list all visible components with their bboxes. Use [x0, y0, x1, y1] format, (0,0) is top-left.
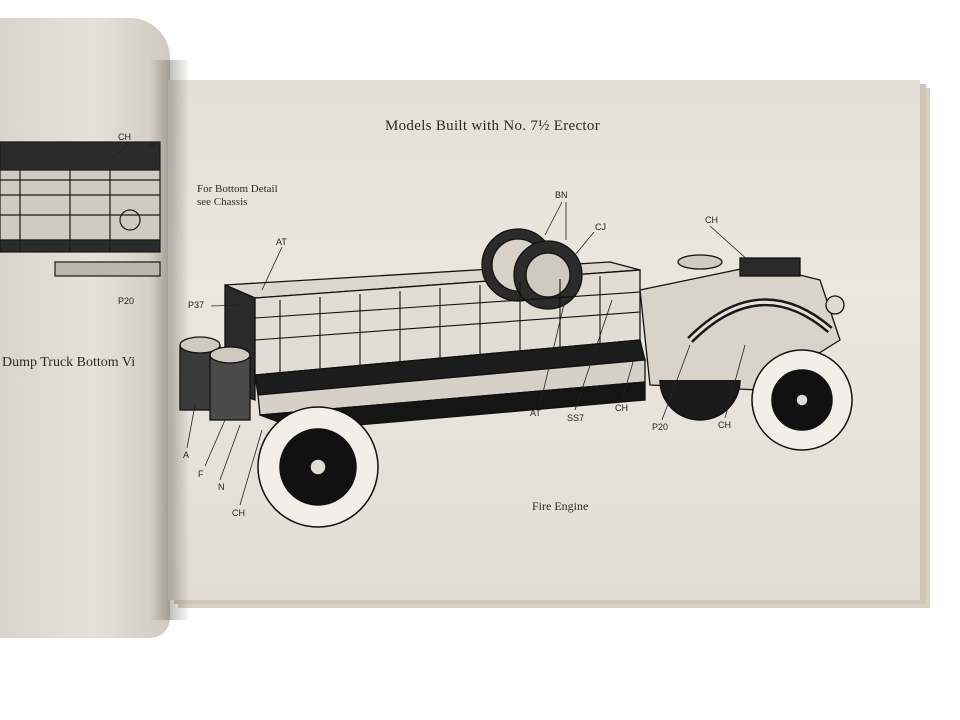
- label-p20-left: P20: [118, 296, 135, 306]
- label-p20: P20: [652, 422, 669, 432]
- label-n: N: [218, 482, 225, 492]
- bottom-detail-note: For Bottom Detail see Chassis: [197, 183, 327, 209]
- label-bn: BN: [555, 190, 568, 200]
- label-at-top: AT: [276, 237, 287, 247]
- label-ch-bottom: CH: [232, 508, 245, 518]
- left-page: [0, 18, 170, 638]
- fire-engine-body: [179, 228, 845, 431]
- callout-lines: [109, 144, 751, 506]
- dump-truck-caption: Dump Truck Bottom Vi: [2, 355, 136, 370]
- label-ch-top: CH: [705, 215, 718, 225]
- label-a: A: [183, 450, 190, 460]
- label-h-left: H: [148, 140, 155, 150]
- label-p37: P37: [188, 300, 205, 310]
- note-line-2: see Chassis: [197, 196, 248, 208]
- label-at-mid: AT: [530, 408, 541, 418]
- label-ch-mid: CH: [615, 403, 628, 413]
- label-cj: CJ: [595, 222, 606, 232]
- fire-engine-caption: Fire Engine: [532, 499, 589, 513]
- note-line-1: For Bottom Detail: [197, 183, 278, 195]
- label-f: F: [198, 469, 204, 479]
- ladder-rungs: [254, 276, 641, 372]
- label-ch-right: CH: [718, 420, 731, 430]
- label-ss7: SS7: [567, 413, 585, 423]
- wheels: [257, 349, 853, 528]
- label-ch-left: CH: [118, 132, 131, 142]
- page-title: Models Built with No. 7½ Erector: [385, 118, 600, 134]
- dump-truck-drawing: [0, 141, 161, 277]
